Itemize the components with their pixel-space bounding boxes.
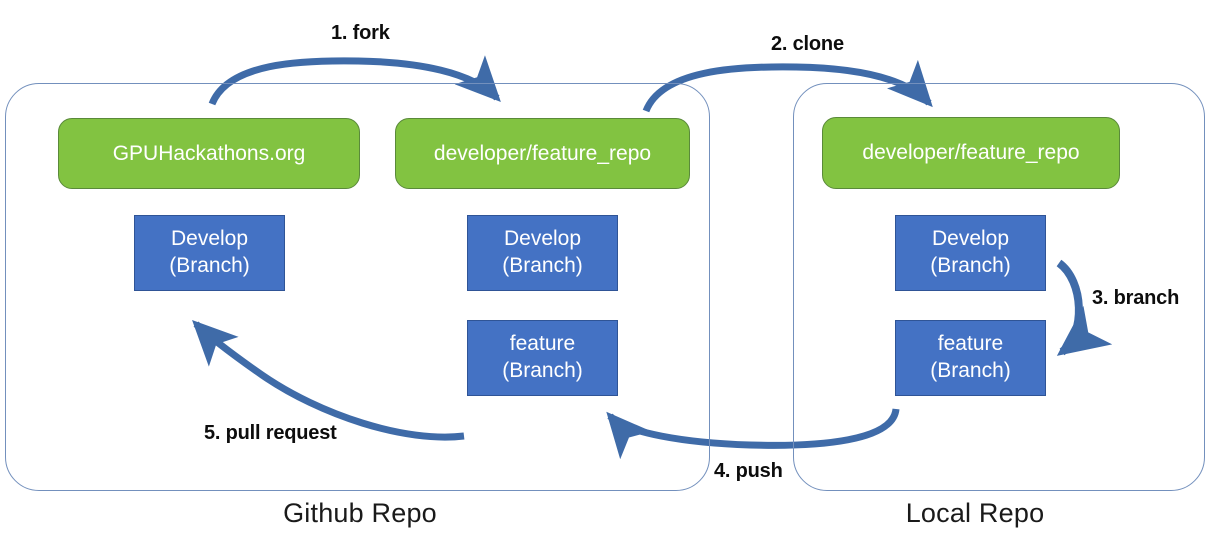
branch-line-2: (Branch) [930, 359, 1011, 382]
branch-line-1: feature [937, 332, 1004, 356]
branch-line-1: Develop [503, 227, 582, 251]
step-label-pull-request: 5. pull request [204, 422, 337, 444]
branch-node-github-develop[interactable]: Develop (Branch) [134, 215, 285, 291]
branch-line-2: (Branch) [502, 359, 583, 382]
branch-line-1: feature [509, 332, 576, 356]
branch-node-local-develop[interactable]: Develop (Branch) [895, 215, 1046, 291]
arrow-branch [1056, 259, 1113, 356]
repo-node-gpuhackathons[interactable]: GPUHackathons.org [58, 118, 360, 189]
step-label-clone: 2. clone [771, 33, 844, 55]
local-repo-caption: Local Repo [905, 498, 1045, 528]
arrow-push [606, 408, 900, 460]
branch-node-local-feature[interactable]: feature (Branch) [895, 320, 1046, 396]
repo-node-local-feature-repo[interactable]: developer/feature_repo [822, 117, 1120, 189]
github-repo-container [5, 83, 710, 491]
branch-line-1: Develop [170, 227, 249, 251]
step-label-push: 4. push [714, 460, 783, 482]
branch-line-1: Develop [931, 227, 1010, 251]
local-repo-container [793, 83, 1205, 491]
branch-line-2: (Branch) [169, 254, 250, 277]
arrow-fork [208, 55, 501, 106]
branch-line-2: (Branch) [930, 254, 1011, 277]
arrow-pull-request [192, 320, 465, 441]
branch-node-github-feature-feature[interactable]: feature (Branch) [467, 320, 618, 396]
step-label-branch: 3. branch [1092, 287, 1180, 309]
step-label-fork: 1. fork [331, 22, 390, 44]
repo-node-github-feature-repo[interactable]: developer/feature_repo [395, 118, 690, 189]
github-repo-caption: Github Repo [283, 498, 437, 528]
branch-line-2: (Branch) [502, 254, 583, 277]
branch-node-github-feature-develop[interactable]: Develop (Branch) [467, 215, 618, 291]
